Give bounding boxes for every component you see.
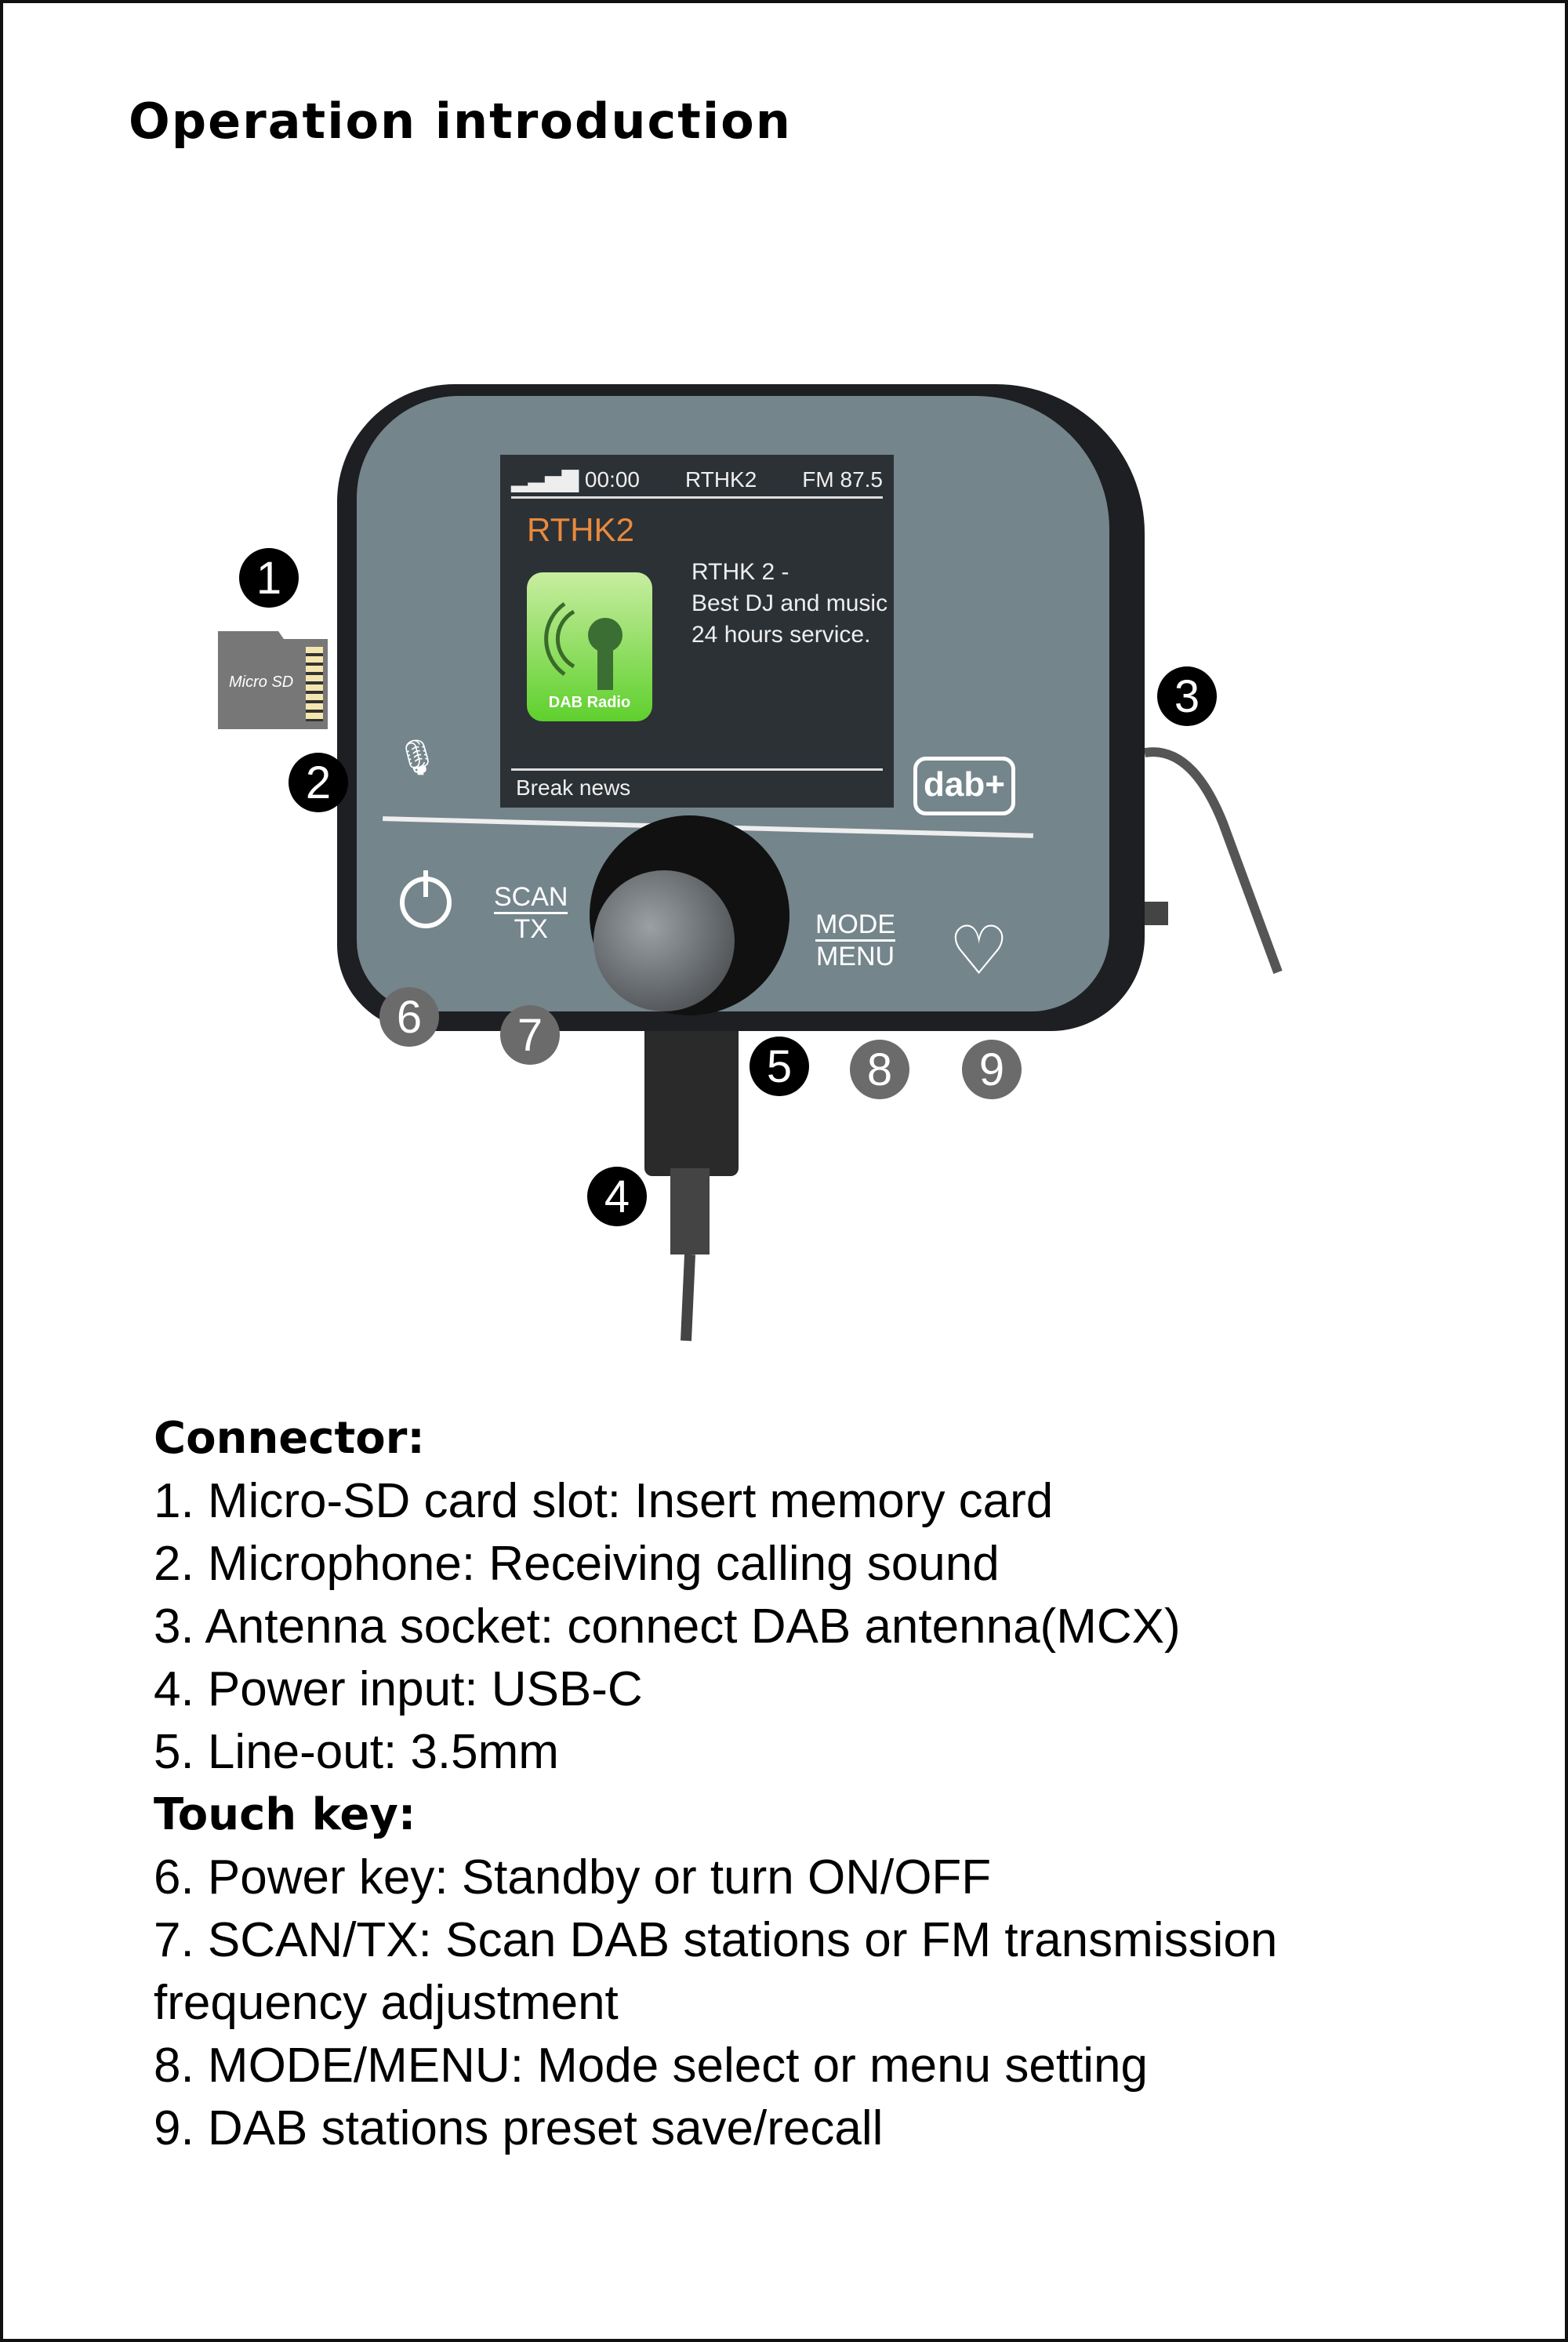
list-item: 8. MODE/MENU: Mode select or menu settin… xyxy=(154,2039,1149,2093)
micro-sd-card: Micro SD xyxy=(218,631,328,729)
badge-8: 8 xyxy=(850,1040,909,1099)
volume-knob[interactable] xyxy=(590,815,789,1015)
list-item: 4. Power input: USB-C xyxy=(154,1662,643,1716)
tx-label: TX xyxy=(514,914,548,944)
badge-7: 7 xyxy=(500,1005,560,1065)
desc-line: Best DJ and music xyxy=(691,590,888,616)
connector-heading: Connector: xyxy=(154,1413,425,1464)
status-time: 00:00 xyxy=(584,467,640,492)
badge-4: 4 xyxy=(587,1167,647,1226)
instructions-list: Connector: 1. Micro-SD card slot: Insert… xyxy=(154,1407,1277,2160)
list-item: 2. Microphone: Receiving calling sound xyxy=(154,1537,1000,1591)
menu-label: MENU xyxy=(815,942,895,971)
status-bar: ▂▃▅▇ 00:00 RTHK2 FM 87.5 xyxy=(511,463,883,499)
badge-6: 6 xyxy=(379,987,439,1047)
power-key[interactable] xyxy=(400,870,452,928)
list-item: 6. Power key: Standby or turn ON/OFF xyxy=(154,1850,992,1904)
cables xyxy=(644,747,1283,1342)
touch-key-heading: Touch key: xyxy=(154,1789,416,1840)
list-item: 9. DAB stations preset save/recall xyxy=(154,2101,884,2155)
desc-line: 24 hours service. xyxy=(691,622,871,648)
badge-3: 3 xyxy=(1157,666,1217,726)
dab-plus-logo: dab+ xyxy=(913,757,1015,815)
station-description: RTHK 2 - Best DJ and music 24 hours serv… xyxy=(691,557,887,651)
scan-label: SCAN xyxy=(494,882,568,914)
badge-5: 5 xyxy=(750,1037,809,1096)
desc-line: RTHK 2 - xyxy=(691,559,789,585)
badge-1: 1 xyxy=(239,548,299,608)
page-title: Operation introduction xyxy=(129,93,792,150)
list-item: 3. Antenna socket: connect DAB antenna(M… xyxy=(154,1599,1181,1654)
station-name: RTHK2 xyxy=(527,511,634,548)
list-item: 1. Micro-SD card slot: Insert memory car… xyxy=(154,1474,1054,1528)
sd-label: Micro SD xyxy=(229,674,294,691)
list-item: 7. SCAN/TX: Scan DAB stations or FM tran… xyxy=(154,1913,1278,1967)
app-label: DAB Radio xyxy=(548,694,631,711)
status-station: RTHK2 xyxy=(685,467,757,492)
favorite-heart-icon[interactable]: ♡ xyxy=(949,913,1010,989)
badge-9: 9 xyxy=(962,1040,1022,1099)
list-item: 5. Line-out: 3.5mm xyxy=(154,1725,559,1779)
microphone-icon: 🎙 xyxy=(395,739,439,777)
list-item: frequency adjustment xyxy=(154,1976,619,2030)
display-screen: ▂▃▅▇ 00:00 RTHK2 FM 87.5 RTHK2 DAB Radio… xyxy=(500,455,894,808)
mode-label: MODE xyxy=(815,910,895,942)
status-frequency: FM 87.5 xyxy=(802,467,883,492)
news-ticker: Break news xyxy=(511,768,883,808)
signal-icon: ▂▃▅▇ xyxy=(511,467,585,492)
badge-2: 2 xyxy=(289,753,348,812)
dab-radio-app-icon: DAB Radio xyxy=(527,572,652,721)
